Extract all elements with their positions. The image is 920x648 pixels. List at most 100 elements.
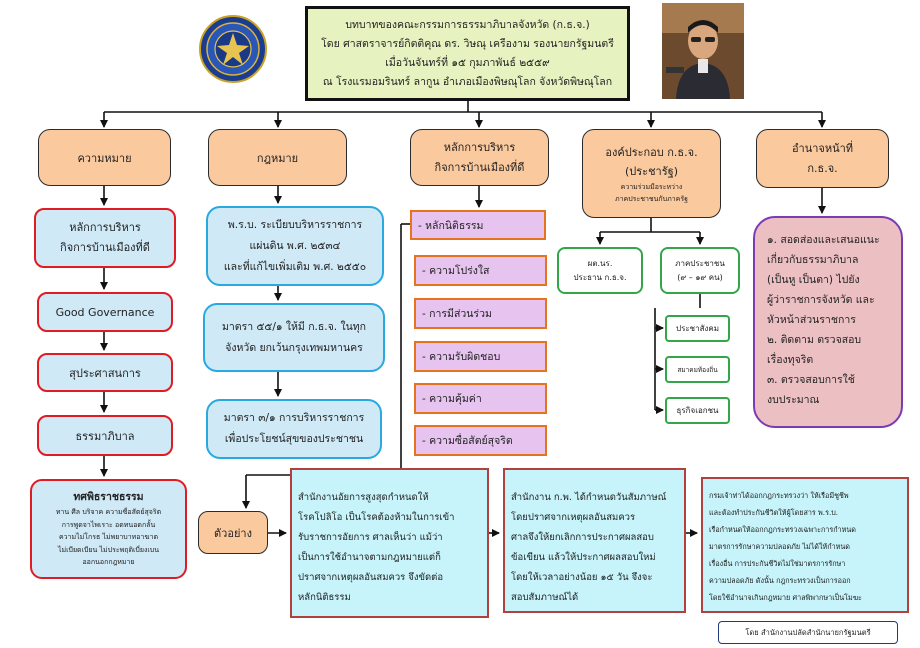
composition-people-line: ภาคประชาชน [675,258,725,268]
meaning-header: ความหมาย [38,129,171,186]
principle-item: - หลักนิติธรรม [410,210,546,240]
meaning-last-item: ทศพิธราชธรรม ทาน ศีล บริจาค ความซื่อสัตย… [30,479,187,579]
meaning-item: Good Governance [37,292,173,332]
meaning-item: ธรรมาภิบาล [37,415,173,456]
example-line: หลักนิติธรรม [298,592,351,603]
example-box: สำนักงานอัยการสูงสุดกำหนดให้ โรคโปลิโอ เ… [290,468,489,618]
meaning-last-line: ความไม่โกรธ ไม่พยาบาทอาฆาต [58,533,159,542]
duties-line: เกี่ยวกับธรรมาภิบาล [767,254,859,266]
meaning-last-line: ออกนอกกฎหมาย [82,558,135,567]
speaker-photo [662,3,744,99]
meaning-item-line: กิจการบ้านเมืองที่ดี [60,241,150,254]
header-line: ณ โรงแรมอมรินทร์ ลากูน อำเภอเมืองพิษณุโล… [322,75,613,88]
principle-item: - ความซื่อสัตย์สุจริต [414,425,547,456]
composition-chair-line: ประธาน ก.ธ.จ. [573,272,627,282]
principle-item: - ความโปร่งใส [414,255,547,286]
law-header: กฎหมาย [208,129,347,186]
duties-line: ๑. สอดส่องและเสนอแนะ [767,234,880,246]
law-item: มาตรา ๓/๑ การบริหารราชการ เพื่อประโยชน์ส… [206,399,382,459]
law-item-line: แผ่นดิน พ.ศ. ๒๕๓๔ [249,239,341,252]
composition-subtitle-line: ภาคประชาชนกับภาครัฐ [615,194,688,203]
example-line: เรือกำหนดให้ออกกฎกระทรวงเฉพาะการกำหนด [709,525,856,534]
principles-title-line: กิจการบ้านเมืองที่ดี [434,160,525,174]
principle-label: - ความซื่อสัตย์สุจริต [422,435,513,447]
principle-item: - ความรับผิดชอบ [414,341,547,372]
law-item-line: มาตรา ๓/๑ การบริหารราชการ [223,412,365,424]
principle-item: - การมีส่วนร่วม [414,298,547,329]
composition-subtitle-line: ความร่วมมือระหว่าง [620,182,683,191]
composition-chair: ผต.นร. ประธาน ก.ธ.จ. [557,247,643,294]
duties-line: ๓. ตรวจสอบการใช้ [767,374,855,386]
footer-text: โดย สำนักงานปลัดสำนักนายกรัฐมนตรี [745,627,871,637]
meaning-title: ความหมาย [77,151,132,165]
composition-sub-item: ธุรกิจเอกชน [665,397,730,424]
composition-chair-line: ผต.นร. [587,258,613,268]
example-line: รับราชการอัยการ ศาลเห็นว่า แม้ว่า [298,532,443,543]
principle-label: - หลักนิติธรรม [418,219,484,232]
example-line: ความปลอดภัย ดังนั้น กฎกระทรวงเป็นการออก [709,576,851,585]
example-label-text: ตัวอย่าง [214,526,252,540]
example-line: กรมเจ้าท่าได้ออกกฎกระทรวงว่า ให้เรือมีชู… [709,491,849,500]
example-line: สำนักงาน ก.พ. ได้กำหนดวันสัมภาษณ์ [511,492,667,503]
meaning-item-line: สุประศาสนการ [69,366,141,380]
duties-line: เรื่องทุจริต [767,354,814,366]
example-line: โดยปราศจากเหตุผลอันสมควร [511,512,636,523]
law-title: กฎหมาย [256,151,299,165]
composition-people-line: (๙ – ๑๙ คน) [677,272,723,282]
header-line: โดย ศาสตราจารย์กิตติคุณ ดร. วิษณุ เครือง… [321,37,614,50]
example-label: ตัวอย่าง [198,511,268,554]
example-line: ปราศจากเหตุผลอันสมควร จึงขัดต่อ [298,572,444,583]
meaning-item-line: Good Governance [55,305,155,319]
composition-sub-label: ธุรกิจเอกชน [676,406,719,415]
meaning-last-title: ทศพิธราชธรรม [73,491,144,504]
header-box: บทบาทของคณะกรรมการธรรมาภิบาลจังหวัด (ก.ธ… [305,6,630,101]
example-line: โดยใช้อำนาจเกินกฎหมาย ศาลพิพากษาเป็นโมฆะ [709,593,862,602]
example-line: สอบสัมภาษณ์ได้ [511,592,579,603]
composition-title-line: องค์ประกอบ ก.ธ.จ. [605,145,698,159]
principle-label: - การมีส่วนร่วม [422,308,492,320]
header-line: เมื่อวันจันทร์ที่ ๑๕ กุมภาพันธ์ ๒๕๕๙ [385,56,550,69]
duties-line: หัวหน้าส่วนราชการ [767,314,856,326]
duties-title-line: ก.ธ.จ. [807,161,838,175]
duties-line: ๒. ติดตาม ตรวจสอบ [767,334,862,346]
meaning-item: สุประศาสนการ [37,353,173,392]
meaning-item: หลักการบริหาร กิจการบ้านเมืองที่ดี [34,208,176,268]
example-line: มาตรการรักษาความปลอดภัย ไม่ได้ให้กำหนด [709,542,850,551]
duties-box: ๑. สอดส่องและเสนอแนะ เกี่ยวกับธรรมาภิบาล… [753,216,903,428]
example-box: สำนักงาน ก.พ. ได้กำหนดวันสัมภาษณ์ โดยปรา… [503,468,686,613]
meaning-last-line: ทาน ศีล บริจาค ความซื่อสัตย์สุจริต [55,508,162,517]
law-item-line: มาตรา ๕๕/๑ ให้มี ก.ธ.จ. ในทุก [221,320,367,333]
principles-title-line: หลักการบริหาร [443,140,516,154]
duties-header: อำนาจหน้าที่ ก.ธ.จ. [756,129,889,188]
meaning-item-line: หลักการบริหาร [69,221,141,234]
law-item-line: และที่แก้ไขเพิ่มเติม พ.ศ. ๒๕๕๐ [223,260,367,273]
composition-sub-item: ประชาสังคม [665,315,730,342]
meaning-item-line: ธรรมาภิบาล [75,429,135,443]
example-line: ศาลจึงให้ยกเลิกการประกาศผลสอบ [511,532,654,543]
law-item-line: จังหวัด ยกเว้นกรุงเทพมหานคร [225,341,363,354]
meaning-last-line: การพูดจาไพเราะ อดทนอดกลั้น [61,520,156,529]
law-item: พ.ร.บ. ระเบียบบริหารราชการ แผ่นดิน พ.ศ. … [206,206,384,286]
law-item: มาตรา ๕๕/๑ ให้มี ก.ธ.จ. ในทุก จังหวัด ยก… [203,303,385,372]
duties-title-line: อำนาจหน้าที่ [791,141,854,155]
example-line: โรคโปลิโอ เป็นโรคต้องห้ามในการเข้า [298,512,455,523]
duties-line: (เป็นหู เป็นตา) ไปยัง [767,274,860,286]
principle-label: - ความโปร่งใส [422,265,490,277]
composition-sub-item: สมาคมท้องถิ่น [665,356,730,383]
composition-sub-label: ประชาสังคม [675,324,719,333]
header-line: บทบาทของคณะกรรมการธรรมาภิบาลจังหวัด (ก.ธ… [345,18,590,31]
composition-header: องค์ประกอบ ก.ธ.จ. (ประชารัฐ) ความร่วมมือ… [582,129,721,218]
duties-line: งบประมาณ [767,394,820,406]
duties-line: ผู้ว่าราชการจังหวัด และ [767,294,875,306]
example-line: เรื่องอื่น การประกันชีวิตไม่ใช่มาตรการรั… [709,559,846,568]
law-item-line: พ.ร.บ. ระเบียบบริหารราชการ [227,218,363,231]
example-line: สำนักงานอัยการสูงสุดกำหนดให้ [298,492,429,503]
meaning-last-line: ไม่เบียดเบียน ไม่ประพฤติเบี่ยงเบน [57,545,160,554]
principle-label: - ความรับผิดชอบ [422,351,501,363]
provincial-seal-icon [199,15,267,83]
composition-people: ภาคประชาชน (๙ – ๑๙ คน) [660,247,740,294]
example-line: เป็นการใช้อำนาจตามกฎหมายแต่ก็ [298,552,441,563]
example-box: กรมเจ้าท่าได้ออกกฎกระทรวงว่า ให้เรือมีชู… [701,477,909,613]
example-line: โดยให้เวลาอย่างน้อย ๑๕ วัน จึงจะ [511,572,653,583]
composition-title-line: (ประชารัฐ) [624,164,678,178]
